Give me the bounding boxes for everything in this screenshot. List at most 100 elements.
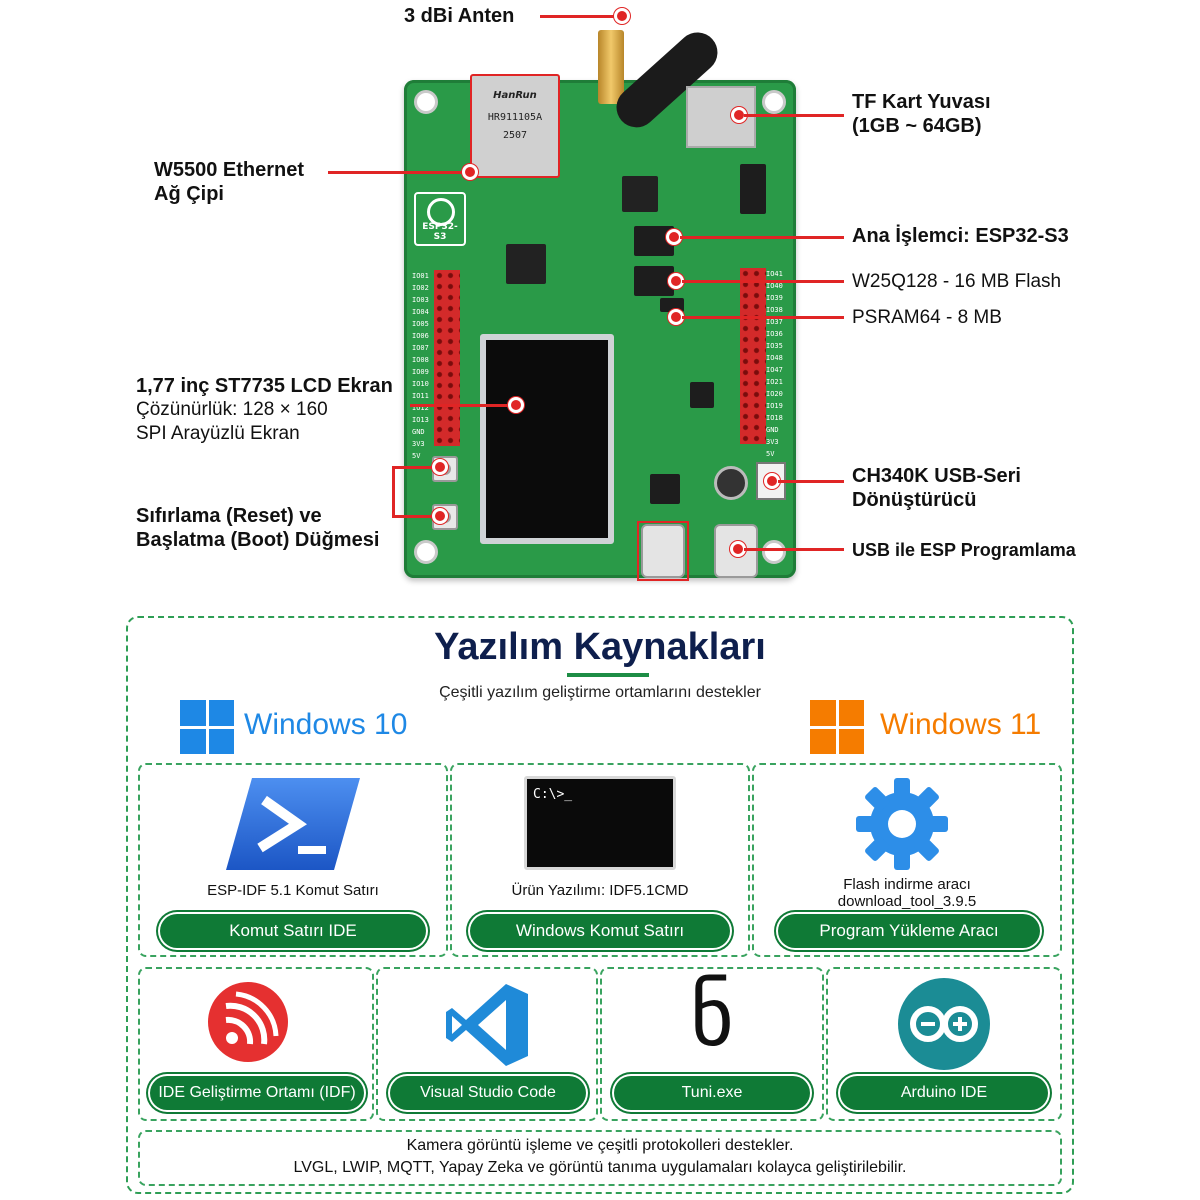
usb-c-port[interactable] <box>641 524 685 578</box>
idf-ide-button[interactable]: IDE Geliştirme Ortamı (IDF) <box>150 1076 364 1110</box>
card-caption-line2: download_tool_3.9.5 <box>837 893 977 910</box>
footer-card <box>138 1130 1062 1186</box>
pin-labels-right: IO41 IO40 IO39 IO38 IO37 IO36 IO35 IO48 … <box>766 270 783 458</box>
title-underline <box>567 673 649 677</box>
windows-cmd-button[interactable]: Windows Komut Satırı <box>470 914 730 948</box>
annotation-dot <box>614 8 630 24</box>
callout-ch340-line2: Dönüştürücü <box>852 489 977 511</box>
annotation-dot <box>432 459 448 475</box>
footer-line2: LVGL, LWIP, MQTT, Yapay Zeka ve görüntü … <box>293 1159 907 1176</box>
ethernet-model: HR911105A <box>487 112 543 123</box>
leader-line <box>682 280 844 283</box>
ch340k-chip <box>650 474 680 504</box>
leader-line <box>328 171 468 174</box>
windows-10-label: Windows 10 <box>244 708 408 741</box>
annotation-dot <box>432 508 448 524</box>
annotation-dot <box>462 164 478 180</box>
espressif-icon <box>427 198 455 226</box>
card-caption-line1: Flash indirme aracı <box>843 876 971 893</box>
callout-lcd-line2: Çözünürlük: 128 × 160 <box>136 399 328 420</box>
leader-line <box>744 548 844 551</box>
antenna-connector <box>598 30 624 104</box>
program-upload-tool-button[interactable]: Program Yükleme Aracı <box>778 914 1040 948</box>
footer-line1: Kamera görüntü işleme ve çeşitli protoko… <box>406 1137 794 1154</box>
callout-ethernet-line2: Ağ Çipi <box>154 183 224 205</box>
leader-line <box>392 515 440 518</box>
cmd-window-icon: C:\>_ <box>524 776 676 870</box>
esp-logo: ESP32-S3 <box>414 192 466 246</box>
command-line-ide-button[interactable]: Komut Satırı IDE <box>160 914 426 948</box>
ethernet-jack: HanRun HR911105A 2507 <box>470 74 560 178</box>
arduino-ide-button[interactable]: Arduino IDE <box>840 1076 1048 1110</box>
windows-11-icon <box>810 700 864 754</box>
regulator-chip <box>690 382 714 408</box>
callout-ethernet: W5500 Ethernet Ağ Çipi <box>154 158 304 206</box>
capacitor <box>714 466 748 500</box>
leader-line <box>778 480 844 483</box>
psram-chip <box>660 298 684 312</box>
leader-line <box>410 404 514 407</box>
ethernet-code: 2507 <box>502 130 528 141</box>
vscode-button[interactable]: Visual Studio Code <box>390 1076 586 1110</box>
callout-ethernet-line1: W5500 Ethernet <box>154 159 305 181</box>
callout-reset-line1: Sıfırlama (Reset) ve <box>136 505 322 527</box>
cmd-prompt: C:\>_ <box>533 787 573 802</box>
leader-line <box>680 236 844 239</box>
ethernet-brand: HanRun <box>493 90 537 101</box>
leader-line <box>744 114 844 117</box>
card-tuni <box>600 967 824 1121</box>
card-vscode <box>376 967 598 1121</box>
vscode-icon <box>446 984 528 1066</box>
callout-reset: Sıfırlama (Reset) ve Başlatma (Boot) Düğ… <box>136 504 379 552</box>
ic-chip <box>622 176 658 212</box>
esp-logo-text: ESP32-S3 <box>422 222 458 242</box>
callout-antenna: 3 dBi Anten <box>404 4 514 28</box>
card-caption: Ürün Yazılımı: IDF5.1CMD <box>511 882 689 899</box>
leader-line <box>392 466 440 469</box>
software-title: Yazılım Kaynakları <box>434 626 766 668</box>
software-frame <box>126 616 1074 1194</box>
callout-processor-text: Ana İşlemci: ESP32-S3 <box>852 225 1069 247</box>
windows-10-icon <box>180 700 234 754</box>
callout-processor: Ana İşlemci: ESP32-S3 <box>852 224 1069 248</box>
espressif-icon <box>208 982 288 1062</box>
callout-tf-line2: (1GB ~ 64GB) <box>852 115 982 137</box>
callout-psram-text: PSRAM64 - 8 MB <box>852 307 1002 328</box>
mount-hole <box>762 90 786 114</box>
callout-lcd-line1: 1,77 inç ST7735 LCD Ekran <box>136 375 393 397</box>
card-arduino <box>826 967 1062 1121</box>
callout-usb-text: USB ile ESP Programlama <box>852 540 1076 560</box>
callout-tf: TF Kart Yuvası (1GB ~ 64GB) <box>852 90 991 138</box>
powershell-icon <box>226 778 360 870</box>
flash-chip <box>634 266 674 296</box>
callout-flash: W25Q128 - 16 MB Flash <box>852 270 1061 294</box>
callout-psram: PSRAM64 - 8 MB <box>852 306 1002 330</box>
callout-usb: USB ile ESP Programlama <box>852 538 1076 562</box>
annotation-dot <box>508 397 524 413</box>
pin-labels-left: IO01 IO02 IO03 IO04 IO05 IO06 IO07 IO08 … <box>412 272 429 460</box>
leader-line <box>682 316 844 319</box>
card-idf <box>138 967 374 1121</box>
leader-line <box>540 15 622 18</box>
mount-hole <box>762 540 786 564</box>
mount-hole <box>414 90 438 114</box>
pin-header-right <box>740 268 766 444</box>
card-esp-idf-cmd <box>138 763 448 957</box>
callout-tf-line1: TF Kart Yuvası <box>852 91 991 113</box>
usb-highlight <box>637 521 689 581</box>
callout-lcd-line3: SPI Arayüzlü Ekran <box>136 423 300 444</box>
lcd-screen <box>480 334 614 544</box>
windows-11-label: Windows 11 <box>880 708 1042 741</box>
tuni-icon: ნ <box>690 967 734 1065</box>
ic-chip <box>740 164 766 214</box>
tuni-button[interactable]: Tuni.exe <box>614 1076 810 1110</box>
callout-ch340: CH340K USB-Seri Dönüştürücü <box>852 464 1021 512</box>
card-caption: ESP-IDF 5.1 Komut Satırı <box>207 882 379 899</box>
leader-line <box>392 466 395 518</box>
pin-header-left <box>434 270 460 446</box>
callout-reset-line2: Başlatma (Boot) Düğmesi <box>136 529 380 551</box>
card-windows-cmd <box>450 763 750 957</box>
callout-flash-text: W25Q128 - 16 MB Flash <box>852 271 1062 292</box>
software-subtitle: Çeşitli yazılım geliştirme ortamlarını d… <box>439 684 761 701</box>
callout-antenna-text: 3 dBi Anten <box>404 5 515 27</box>
